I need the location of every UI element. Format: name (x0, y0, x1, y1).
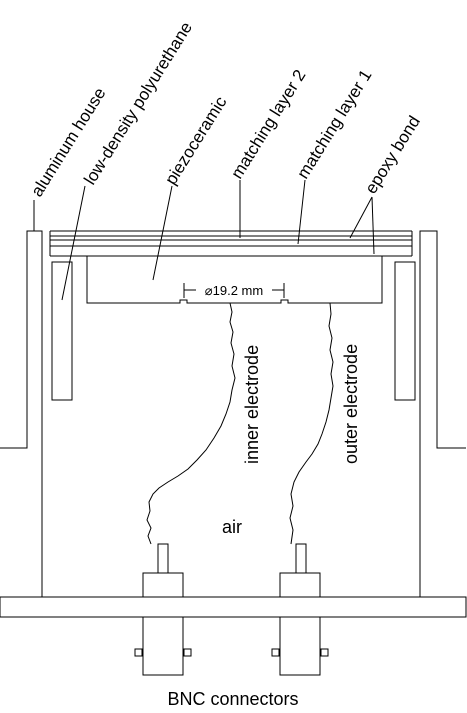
bnc-pin-left (157, 543, 169, 574)
bnc-lower-right (279, 616, 321, 676)
bnc-stud-right-b (320, 648, 329, 657)
bnc-stud-right-a (271, 648, 280, 657)
piezoceramic-disk (86, 256, 383, 304)
bnc-lower-left (142, 616, 184, 676)
label-matching-layer-1: matching layer 1 (293, 66, 375, 182)
bnc-pin-right (295, 543, 307, 574)
bnc-body-left (142, 572, 184, 598)
leader-matching-layer-1 (297, 179, 306, 245)
label-bnc-connectors: BNC connectors (167, 689, 298, 709)
inner-electrode-wire (146, 302, 236, 545)
label-air: air (222, 517, 242, 537)
label-piezoceramic: piezoceramic (161, 93, 230, 188)
base-plate (0, 596, 467, 618)
polyurethane-block-right (394, 261, 416, 401)
polyurethane-block-left (51, 261, 73, 401)
outer-electrode-wire (289, 302, 334, 545)
label-epoxy-bond: epoxy bond (361, 113, 424, 198)
leader-polyurethane (61, 185, 86, 301)
bnc-stud-left-a (134, 648, 143, 657)
leader-epoxy-bond-b (371, 196, 375, 255)
bnc-stud-left-b (183, 648, 192, 657)
label-diameter: ⌀19.2 mm (205, 283, 263, 298)
leader-piezoceramic (152, 185, 173, 281)
leader-epoxy-bond-a (349, 196, 373, 239)
label-outer-electrode: outer electrode (341, 344, 361, 464)
bnc-body-right (279, 572, 321, 598)
label-inner-electrode: inner electrode (242, 345, 262, 464)
